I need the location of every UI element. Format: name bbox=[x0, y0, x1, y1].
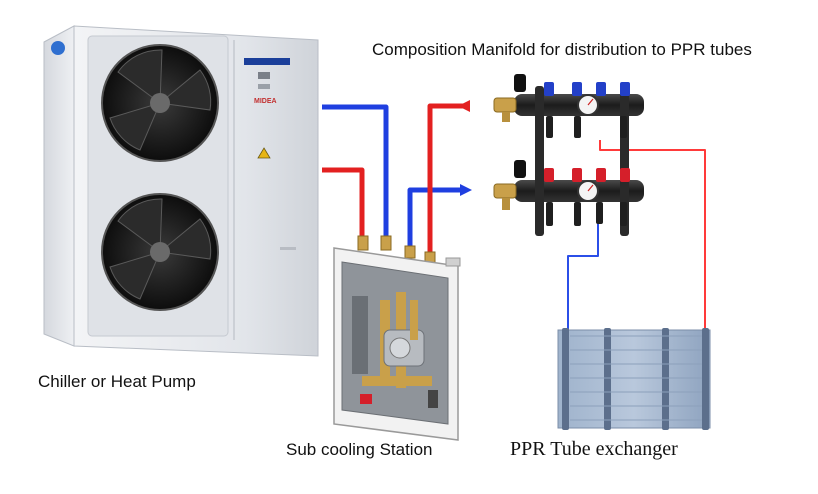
pipe-network bbox=[322, 100, 706, 330]
lower-valve-caps bbox=[514, 160, 630, 182]
ppr-return-line bbox=[599, 140, 706, 330]
return-arrow-icon bbox=[458, 100, 470, 112]
station-caption: Sub cooling Station bbox=[286, 440, 433, 459]
upper-fan-icon bbox=[101, 44, 219, 162]
lower-gauge-icon bbox=[577, 180, 599, 202]
manifold-caption: Composition Manifold for distribution to… bbox=[372, 40, 752, 59]
upper-valve-caps bbox=[514, 74, 630, 96]
lower-fan-icon bbox=[101, 193, 219, 311]
supply-arrow-icon bbox=[460, 184, 472, 196]
upper-gauge-icon bbox=[577, 94, 599, 116]
ppr-supply-line bbox=[567, 222, 599, 330]
chiller-caption: Chiller or Heat Pump bbox=[38, 372, 196, 391]
warning-icon bbox=[257, 147, 271, 159]
label-sticker-2 bbox=[258, 84, 270, 89]
nameplate-strip bbox=[244, 58, 290, 65]
ppr-tube-exchanger bbox=[557, 328, 711, 430]
manifold-outlets bbox=[546, 116, 627, 226]
manifold-bracket-left bbox=[535, 86, 544, 236]
manifold bbox=[493, 74, 644, 236]
chiller-side-panel bbox=[43, 25, 75, 347]
chiller-return-pipe bbox=[322, 167, 365, 240]
exchanger-ribs bbox=[570, 335, 702, 421]
station-internals bbox=[352, 292, 438, 408]
ppr-exchanger-caption: PPR Tube exchanger bbox=[510, 438, 678, 460]
sub-cooling-station bbox=[333, 235, 461, 441]
mounting-tab bbox=[445, 257, 461, 267]
brass-fittings bbox=[493, 97, 517, 210]
chiller-unit: MIDEA bbox=[43, 25, 319, 357]
exchanger-tubes bbox=[562, 328, 709, 430]
label-sticker bbox=[258, 72, 270, 79]
small-print bbox=[280, 247, 296, 250]
station-connectors bbox=[357, 235, 436, 265]
exchanger-panel bbox=[557, 329, 711, 429]
chiller-supply-pipe bbox=[322, 104, 389, 240]
station-to-manifold-supply bbox=[407, 187, 462, 250]
brand-logo-icon bbox=[51, 41, 65, 55]
brand-badge: MIDEA bbox=[254, 98, 277, 105]
manifold-to-station-return bbox=[427, 103, 470, 256]
